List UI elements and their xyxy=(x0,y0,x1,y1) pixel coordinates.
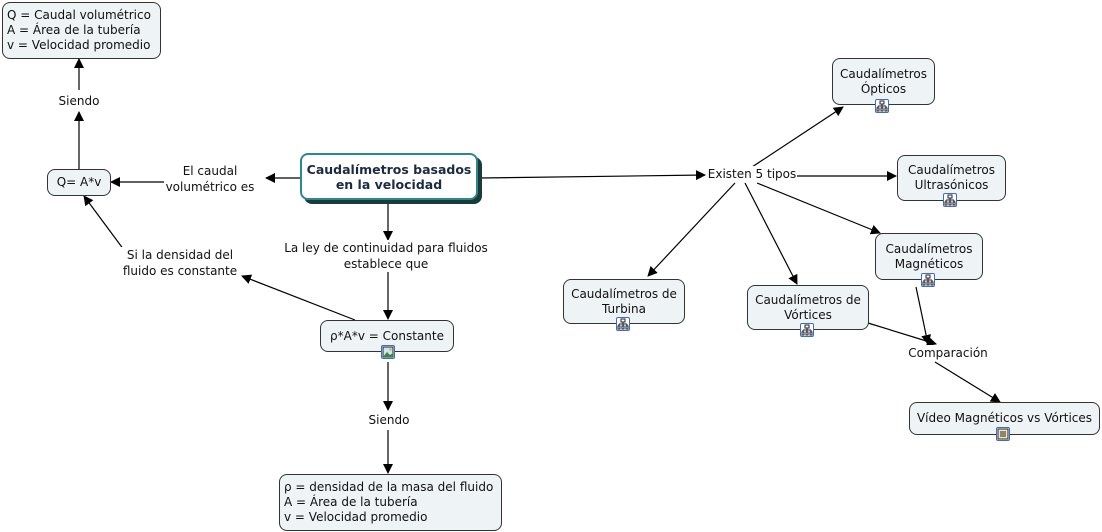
link-siendo-bottom: Siendo xyxy=(368,412,410,428)
edge xyxy=(647,182,736,277)
link-ley: La ley de continuidad para fluidos estab… xyxy=(278,240,494,272)
magneticos-node[interactable]: Caudalímetros Magnéticos xyxy=(875,233,983,280)
link-densidad: Si la densidad del fluido es constante xyxy=(120,247,240,279)
vortices-node[interactable]: Caudalímetros de Vórtices xyxy=(747,285,869,330)
node-text: Vídeo Magnéticos vs Vórtices xyxy=(916,411,1093,425)
edge xyxy=(744,182,798,285)
definitions-q-node[interactable]: Q = Caudal volumétrico A = Área de la tu… xyxy=(2,2,161,59)
node-text: Caudalímetros de Turbina xyxy=(571,286,677,316)
definition-line: A = Área de la tubería xyxy=(7,23,141,37)
document-icon[interactable] xyxy=(996,427,1010,441)
link-caudal-es: El caudal volumétrico es xyxy=(164,163,256,195)
edge xyxy=(756,182,881,235)
edge xyxy=(479,170,706,181)
opticos-node[interactable]: Caudalímetros Ópticos xyxy=(832,58,935,105)
concept-map-icon[interactable] xyxy=(875,99,889,113)
node-text: ρ*A*v = Constante xyxy=(330,328,444,343)
concept-map-icon[interactable] xyxy=(616,317,630,331)
turbina-node[interactable]: Caudalímetros de Turbina xyxy=(563,279,685,324)
definitions-rho-node[interactable]: ρ = densidad de la masa del fluido A = Á… xyxy=(279,474,502,531)
definition-line: v = Velocidad promedio xyxy=(7,38,151,52)
link-existen: Existen 5 tipos xyxy=(707,166,797,182)
node-text: Caudalímetros de Vórtices xyxy=(755,292,861,322)
definition-line: v = Velocidad promedio xyxy=(284,510,428,524)
edge xyxy=(751,106,844,168)
node-text: Q= A*v xyxy=(56,175,102,189)
edge xyxy=(241,274,356,321)
link-comparacion: Comparación xyxy=(908,345,988,361)
concept-map-icon[interactable] xyxy=(921,273,935,287)
image-icon[interactable] xyxy=(381,345,395,359)
edge xyxy=(867,322,937,347)
node-text: Caudalímetros Ópticos xyxy=(839,66,928,96)
definition-line: A = Área de la tubería xyxy=(284,495,418,509)
concept-map-icon[interactable] xyxy=(943,193,957,207)
concept-map-icon[interactable] xyxy=(800,323,814,337)
definition-line: ρ = densidad de la masa del fluido xyxy=(284,480,494,494)
edge xyxy=(915,286,932,345)
definition-line: Q = Caudal volumétrico xyxy=(7,8,151,22)
node-text: Caudalímetros basados en la velocidad xyxy=(306,161,472,192)
main-concept-node[interactable]: Caudalímetros basados en la velocidad xyxy=(300,153,478,200)
edge xyxy=(83,195,125,251)
node-text: Caudalímetros Magnéticos xyxy=(885,241,973,271)
link-siendo-top: Siendo xyxy=(58,93,100,109)
formula-q-node[interactable]: Q= A*v xyxy=(47,169,111,196)
edge xyxy=(934,361,1001,403)
node-text: Caudalímetros Ultrasónicos xyxy=(907,163,996,192)
